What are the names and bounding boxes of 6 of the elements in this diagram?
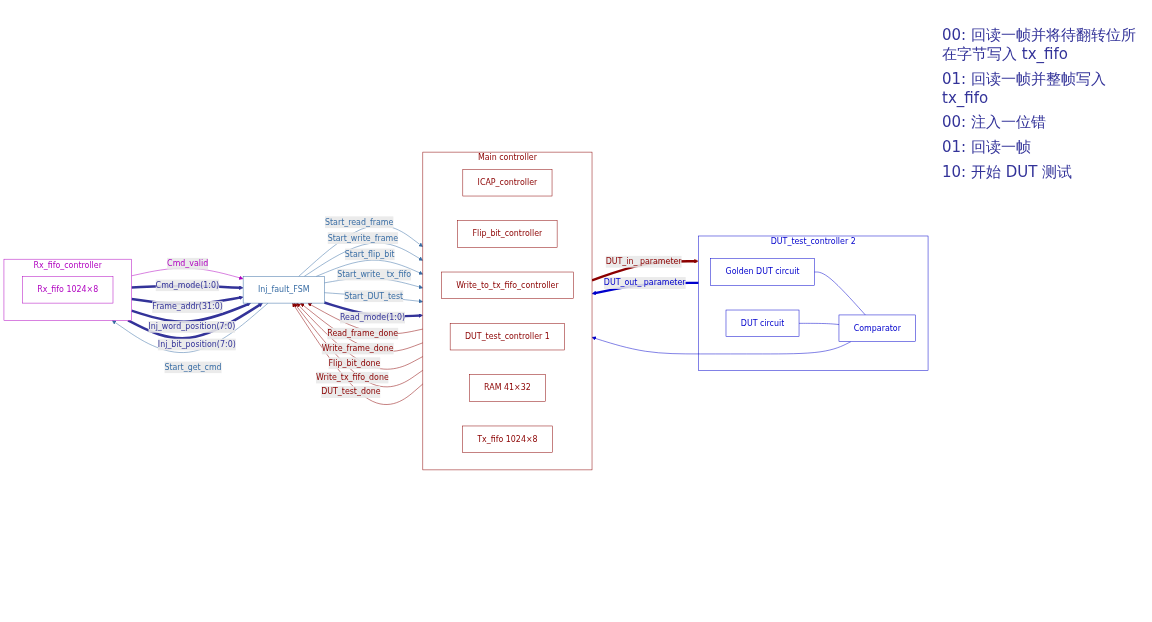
note-text: 01: 回读一帧并整帧写入 tx_fifo (942, 70, 1107, 107)
note-text: 01: 回读一帧 (942, 138, 1032, 157)
note-text: 00: 注入一位错 (942, 113, 1047, 132)
arrow (131, 302, 251, 323)
note-text: 10: 开始 DUT 测试 (942, 163, 1074, 182)
note-text: 00: 回读一帧并将待翻转位所在字节写入 tx_fifo (942, 26, 1137, 64)
